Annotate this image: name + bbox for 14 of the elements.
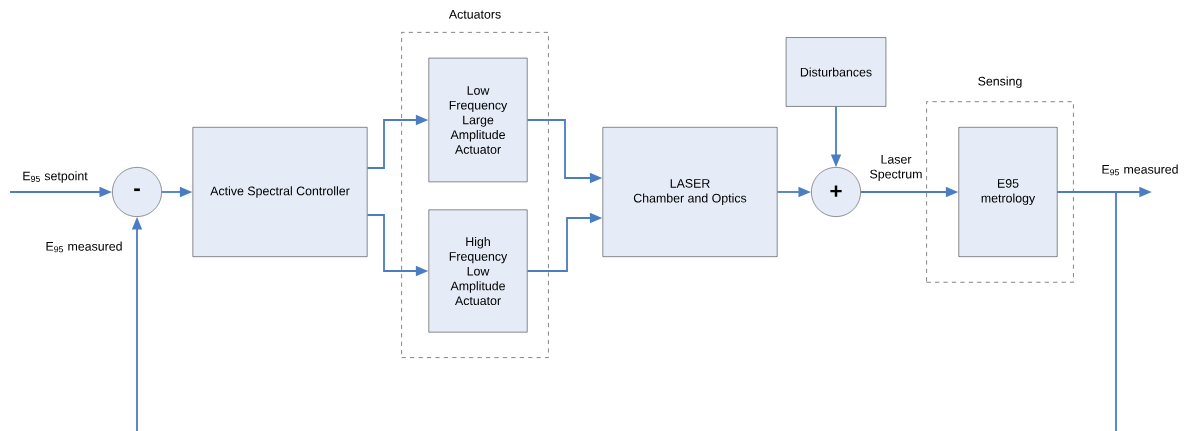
block: Active Spectral Controller — [192, 127, 368, 257]
edge-label: E$_{95}$ setpoint — [20, 169, 90, 185]
summing-junction: - — [112, 167, 162, 217]
block: High Frequency Low Amplitude Actuator — [428, 209, 528, 333]
edge-label: E$_{95}$ measured — [1100, 163, 1180, 177]
block: Low Frequency Large Amplitude Actuator — [428, 57, 528, 183]
summing-junction: + — [811, 167, 861, 217]
node-label: Actuators — [448, 10, 501, 19]
edge-label: Laser Spectrum — [866, 153, 926, 183]
edge-label: E$_{95}$ measured — [44, 240, 124, 254]
block: E95 metrology — [958, 127, 1058, 257]
block: LASER Chamber and Optics — [602, 127, 778, 257]
block: Disturbances — [785, 37, 887, 107]
node-label: Sensing — [978, 76, 1022, 89]
